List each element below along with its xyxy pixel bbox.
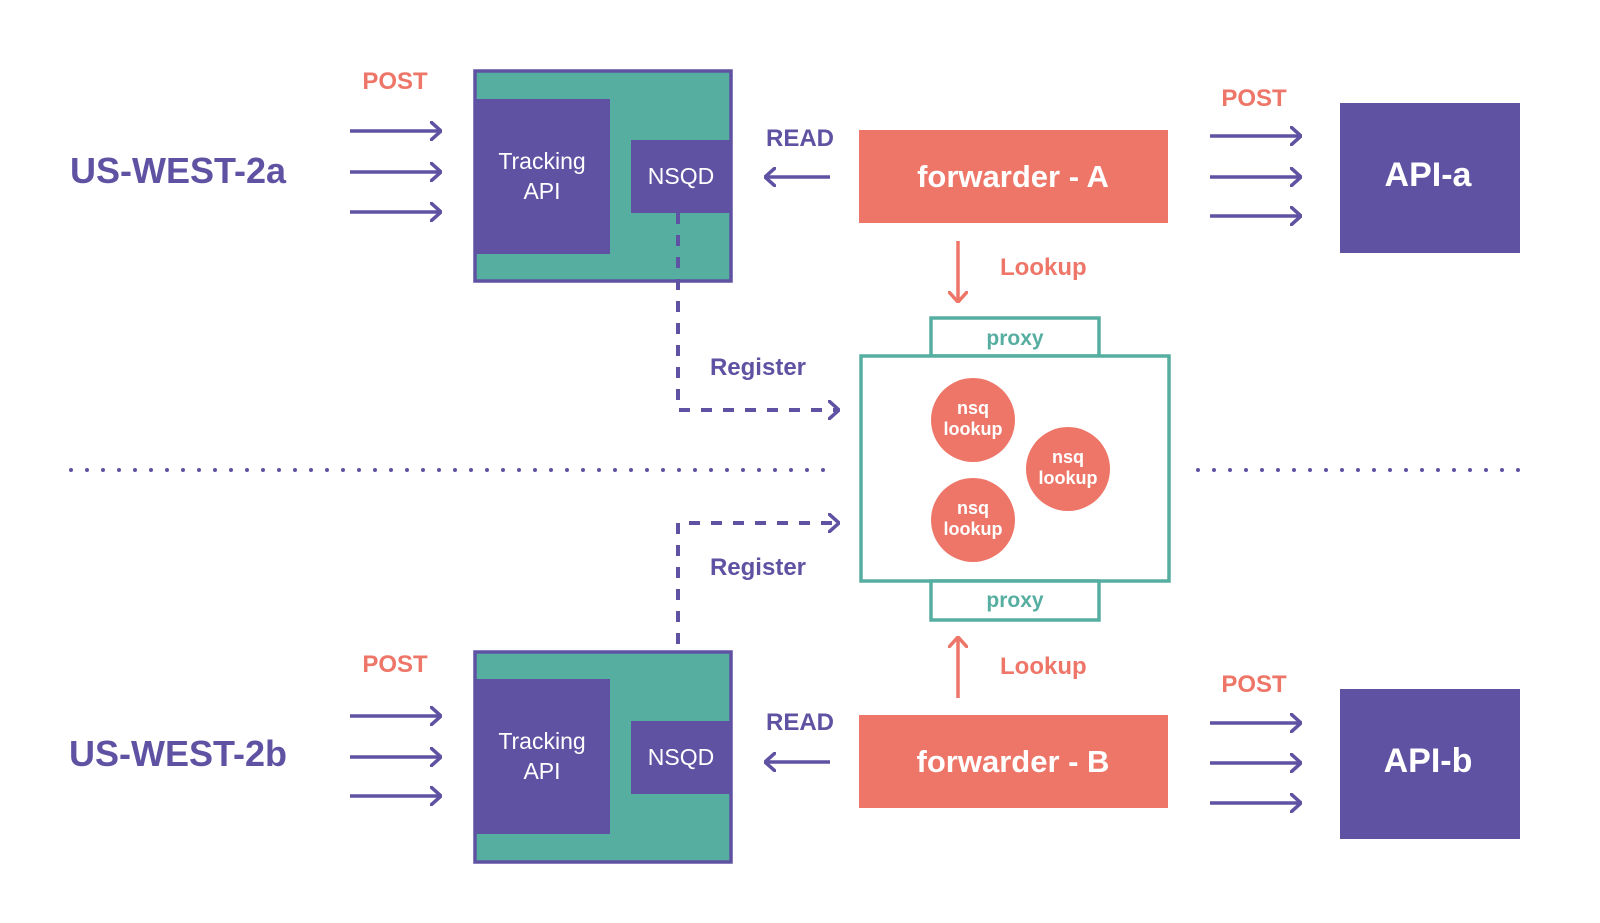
lookup-label-bottom: Lookup <box>1000 653 1087 680</box>
nsqlookup-node-label: lookup <box>944 419 1003 439</box>
nsqlookup-node-label: nsq <box>957 498 989 518</box>
read-label-bottom: READ <box>766 709 834 736</box>
nsqd-box <box>631 721 730 794</box>
outbound-arrows-top <box>1210 136 1300 216</box>
forwarder-a-label: forwarder - A <box>917 159 1109 194</box>
forwarder-b-label: forwarder - B <box>917 744 1110 779</box>
zone-label-bottom: US-WEST-2b <box>69 733 287 774</box>
forwarder-a: forwarder - A <box>859 130 1168 223</box>
outbound-arrows-bottom <box>1210 723 1300 803</box>
register-line-bottom <box>676 523 838 644</box>
forwarder-a-box <box>859 130 1168 223</box>
api-b: API-b <box>1340 689 1520 839</box>
nsqlookup-node-label: lookup <box>1039 468 1098 488</box>
api-a-box <box>1340 103 1520 253</box>
forwarder-b: forwarder - B <box>859 715 1168 808</box>
nsqlookup-node-label: nsq <box>957 398 989 418</box>
nsqlookup-node: nsq lookup <box>931 478 1015 562</box>
proxy-bottom-label: proxy <box>986 589 1044 612</box>
outbound-post-label-top: POST <box>1221 85 1287 112</box>
nsqd-label: NSQD <box>648 744 714 770</box>
register-label-top: Register <box>710 354 806 381</box>
proxy-bottom-box <box>929 579 1101 622</box>
inbound-arrows-top <box>350 131 440 212</box>
nsqlookup-node-label: nsq <box>1052 447 1084 467</box>
outbound-post-label-bottom: POST <box>1221 671 1287 698</box>
proxy-top-label: proxy <box>986 327 1044 350</box>
register-label-bottom: Register <box>710 554 806 581</box>
nsqlookup-node: nsq lookup <box>931 378 1015 462</box>
zone-label-top: US-WEST-2a <box>70 150 287 191</box>
forwarder-b-box <box>859 715 1168 808</box>
inbound-post-label-top: POST <box>362 68 428 95</box>
read-label-top: READ <box>766 125 834 152</box>
lookup-label-top: Lookup <box>1000 254 1087 281</box>
api-a-label: API-a <box>1385 156 1473 194</box>
nsqlookup-cluster-frame <box>859 354 1171 583</box>
nsqlookup-node-label: lookup <box>944 519 1003 539</box>
tracking-api-label: Tracking <box>498 148 585 174</box>
tracking-api-label: API <box>523 178 560 204</box>
nsqd-box <box>631 140 730 213</box>
tracking-api-box <box>476 679 610 834</box>
tracking-host-top: Tracking API NSQD <box>473 69 733 283</box>
tracking-api-label: Tracking <box>498 728 585 754</box>
nsqlookup-cluster: proxy proxy nsq lookup nsq lookup nsq lo… <box>859 316 1171 622</box>
api-b-box <box>1340 689 1520 839</box>
tracking-api-box <box>476 99 610 254</box>
nsqlookup-node-circle <box>931 478 1015 562</box>
nsqlookup-node: nsq lookup <box>1026 427 1110 511</box>
api-b-label: API-b <box>1384 742 1473 780</box>
inbound-arrows-bottom <box>350 716 440 796</box>
tracking-api-label: API <box>523 758 560 784</box>
nsqlookup-node-circle <box>931 378 1015 462</box>
nsqlookup-node-circle <box>1026 427 1110 511</box>
inbound-post-label-bottom: POST <box>362 651 428 678</box>
nsqd-label: NSQD <box>648 163 714 189</box>
api-a: API-a <box>1340 103 1520 253</box>
tracking-host-bottom: Tracking API NSQD <box>473 650 733 864</box>
